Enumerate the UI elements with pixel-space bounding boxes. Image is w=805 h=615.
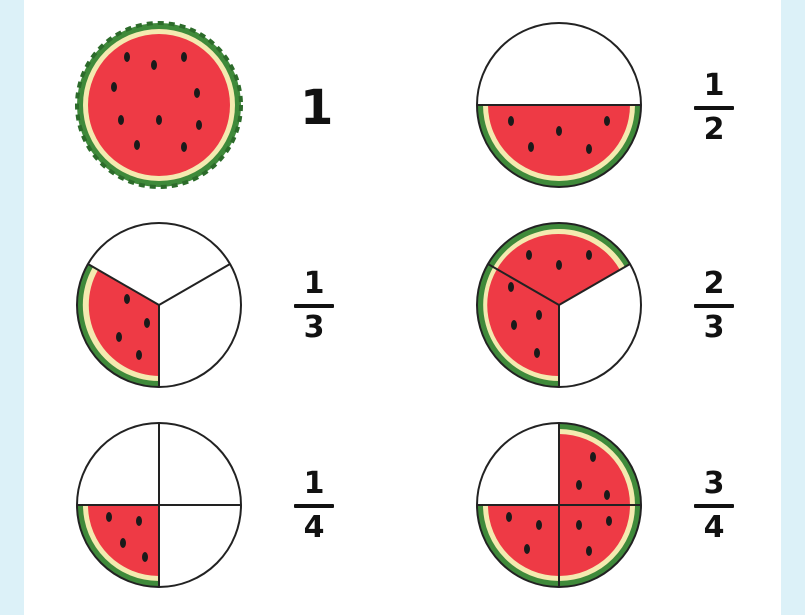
watermelon-one-quarter bbox=[76, 422, 242, 588]
fraction-label-three-quarters: 3 4 bbox=[694, 468, 734, 544]
fraction-bar bbox=[694, 304, 734, 308]
fraction-bar bbox=[294, 504, 334, 508]
denominator: 4 bbox=[303, 510, 325, 545]
fraction-label-half: 1 2 bbox=[694, 70, 734, 146]
watermelon-two-thirds bbox=[476, 222, 642, 388]
watermelon-three-quarters bbox=[476, 422, 642, 588]
numerator: 2 bbox=[703, 266, 725, 301]
numerator: 1 bbox=[303, 466, 325, 501]
denominator: 3 bbox=[303, 310, 325, 345]
fraction-label-one-third: 1 3 bbox=[294, 268, 334, 344]
watermelon-whole bbox=[75, 21, 243, 189]
fraction-bar bbox=[694, 106, 734, 110]
numerator: 1 bbox=[303, 266, 325, 301]
watermelon-half bbox=[476, 22, 642, 188]
denominator: 3 bbox=[703, 310, 725, 345]
fraction-label-whole: 1 bbox=[300, 80, 334, 136]
fraction-label-one-quarter: 1 4 bbox=[294, 468, 334, 544]
denominator: 2 bbox=[703, 112, 725, 147]
watermelon-one-third bbox=[76, 222, 242, 388]
numerator: 1 bbox=[703, 68, 725, 103]
fraction-label-two-thirds: 2 3 bbox=[694, 268, 734, 344]
fraction-bar bbox=[294, 304, 334, 308]
fraction-bar bbox=[694, 504, 734, 508]
denominator: 4 bbox=[703, 510, 725, 545]
numerator: 3 bbox=[703, 466, 725, 501]
